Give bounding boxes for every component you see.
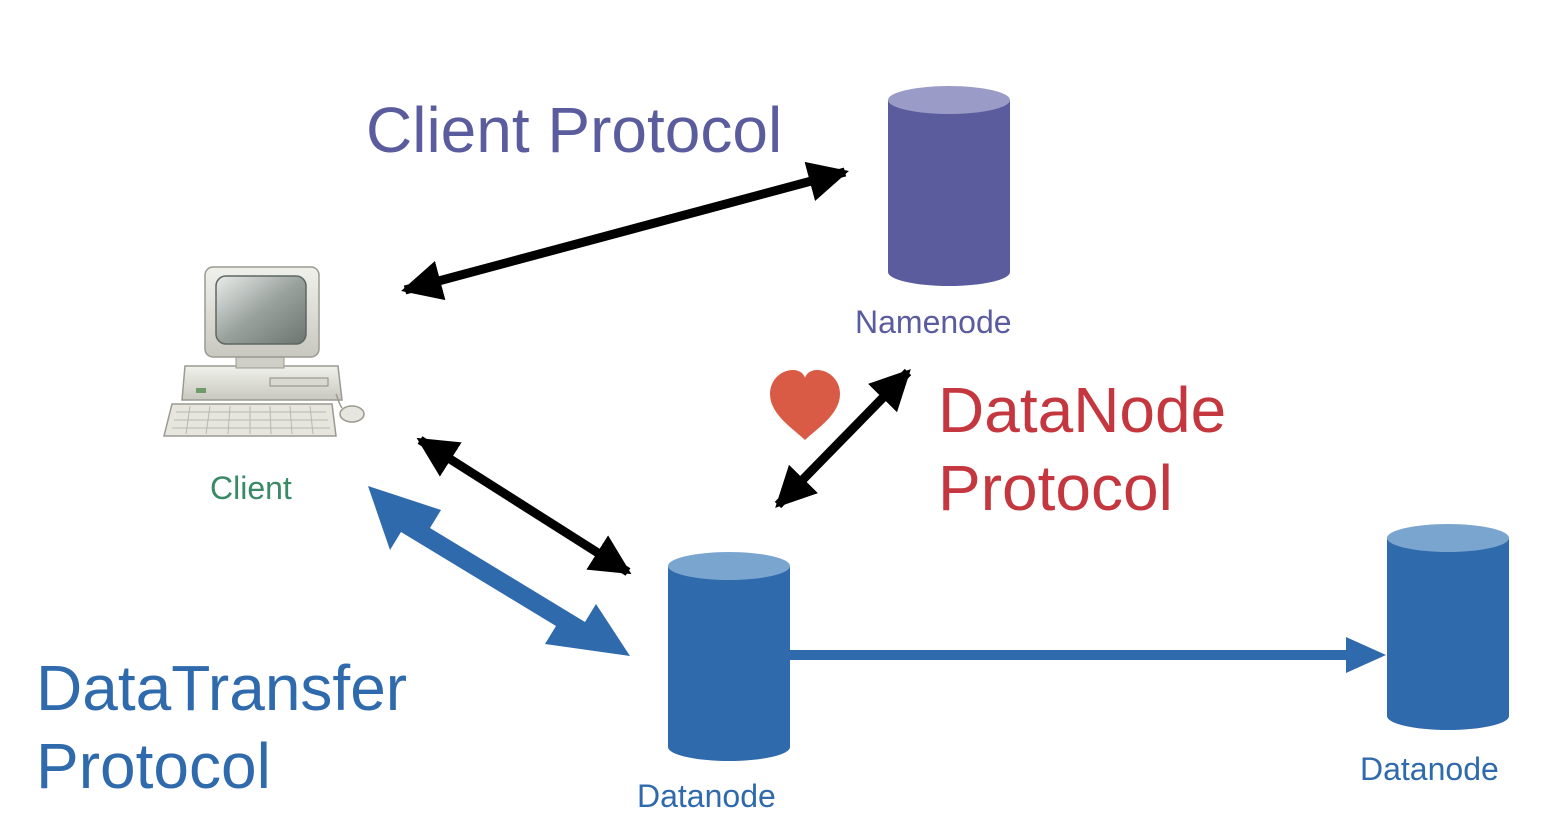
- desktop-computer-icon[interactable]: [163, 266, 365, 437]
- namenode-label: Namenode: [855, 304, 1012, 340]
- client-label: Client: [210, 470, 292, 506]
- datanode-protocol-label-line1: DataNode: [938, 374, 1227, 446]
- datatransfer-protocol-label-line2: Protocol: [36, 730, 271, 802]
- datanode-primary-label: Datanode: [637, 778, 776, 814]
- datanode-secondary-label: Datanode: [1360, 751, 1499, 787]
- client-protocol-label: Client Protocol: [366, 94, 783, 166]
- datatransfer-protocol-label-line1: DataTransfer: [36, 652, 408, 724]
- client-protocol-arrow: [401, 161, 849, 301]
- datanode-secondary-cylinder[interactable]: [1387, 524, 1509, 730]
- datanode-protocol-arrow: [774, 368, 912, 509]
- datanode-primary-cylinder[interactable]: [668, 552, 790, 761]
- namenode-cylinder[interactable]: [888, 86, 1010, 286]
- datatransfer-protocol-arrow: [368, 486, 630, 656]
- datanode-protocol-label-line2: Protocol: [938, 452, 1173, 524]
- pipeline-arrow: [790, 637, 1386, 673]
- heart-icon: [770, 370, 840, 440]
- client-datanode-arrow: [416, 436, 632, 576]
